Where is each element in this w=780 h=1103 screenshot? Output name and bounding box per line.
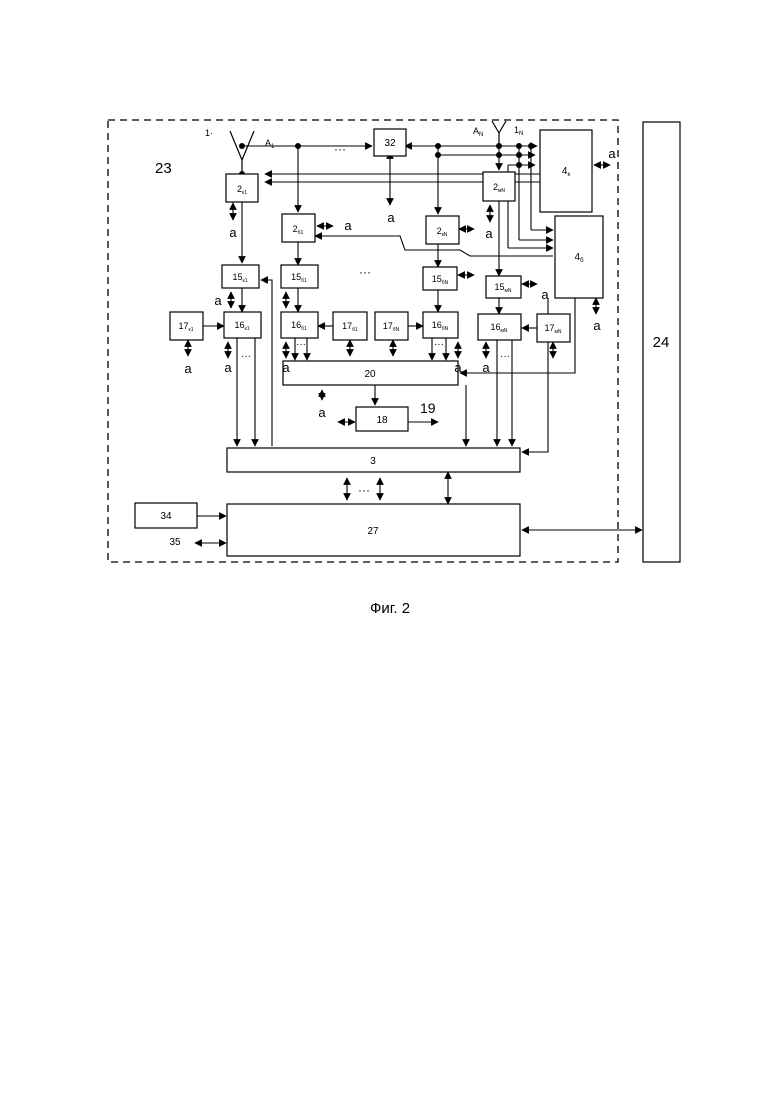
signal-a-16b1: а: [282, 360, 290, 375]
signal-a-4k: а: [608, 146, 616, 161]
block-2mN: [483, 172, 515, 201]
signal-a-2k1: а: [229, 225, 237, 240]
ellipsis-16k1: ···: [241, 351, 251, 362]
signal-a-15mN: а: [541, 287, 549, 302]
antenna-n-label: AN: [473, 126, 483, 138]
signal-a-2b1: а: [344, 218, 352, 233]
blocks: [135, 122, 680, 562]
region-label-23: 23: [155, 160, 172, 177]
signal-a-4b: а: [593, 318, 601, 333]
antenna-n-number: 1N: [514, 125, 523, 137]
ellipsis-middle: ···: [359, 265, 371, 279]
antenna-1-label: A1: [265, 138, 275, 150]
antenna-1-number: 1·: [205, 128, 213, 138]
signal-a-2mN: а: [485, 226, 493, 241]
label-34: 34: [160, 511, 172, 522]
port-35-label: 35: [169, 537, 181, 548]
ellipsis-16mN: ···: [500, 351, 510, 362]
antenna-1-icon: [230, 131, 254, 174]
signal-a-16bN: а: [454, 360, 462, 375]
ellipsis-bus-3: ···: [358, 483, 370, 497]
block-2b1: [282, 214, 315, 242]
region-label-19: 19: [420, 400, 436, 416]
label-32: 32: [384, 138, 396, 149]
block-2kN: [426, 216, 459, 244]
signal-a-32: а: [387, 210, 395, 225]
signal-a-15k1: а: [214, 293, 222, 308]
label-18: 18: [376, 415, 388, 426]
signal-a-17k1: а: [184, 361, 192, 376]
figure-caption: Фиг. 2: [0, 600, 780, 617]
ellipsis-top-bus: ···: [334, 142, 346, 156]
signal-a-20: а: [318, 405, 326, 420]
label-24: 24: [653, 334, 670, 351]
signal-a-16k1: а: [224, 360, 232, 375]
label-3: 3: [370, 456, 376, 467]
ellipsis-16b1: ···: [296, 339, 306, 350]
label-20: 20: [364, 369, 376, 380]
signal-a-16mN: а: [482, 360, 490, 375]
antenna-n-icon: [492, 121, 506, 143]
ellipsis-16bN: ···: [434, 339, 444, 350]
label-27: 27: [367, 526, 379, 537]
